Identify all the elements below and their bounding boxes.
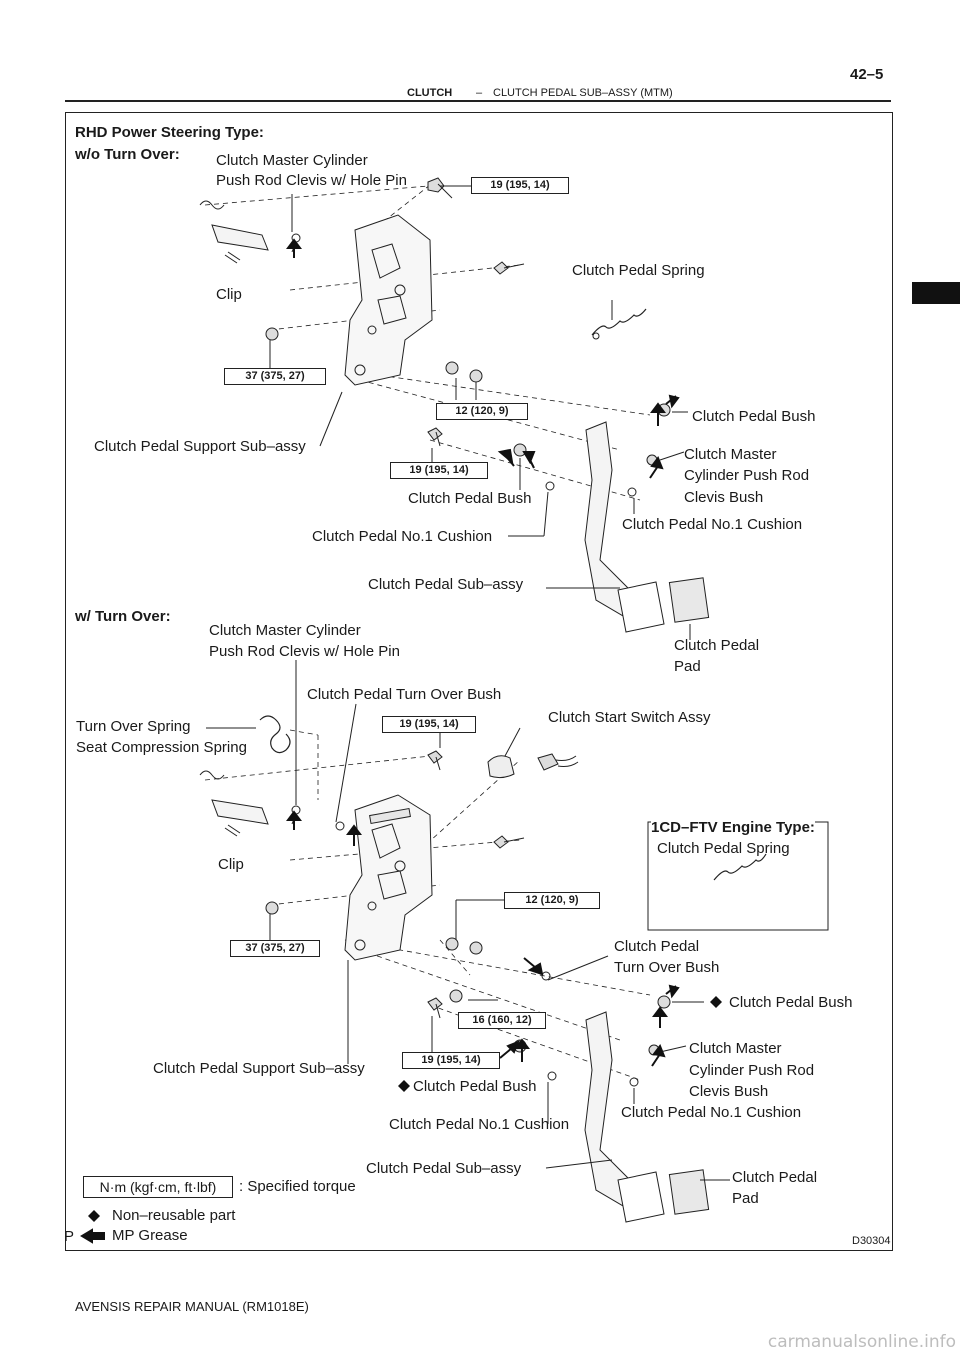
bottom-pedal-bush-center-label: Clutch Pedal Bush [413, 1078, 537, 1095]
top-no1-cushion-right-label: Clutch Pedal No.1 Cushion [622, 516, 803, 533]
figure-frame [65, 112, 893, 1251]
top-pedal-bush-center-label: Clutch Pedal Bush [408, 490, 532, 507]
page-number: 42–5 [850, 66, 884, 83]
top-title-line1: RHD Power Steering Type: [75, 124, 264, 141]
top-pedal-pad-label-2: Pad [674, 658, 701, 675]
figure-id: D30304 [852, 1235, 891, 1247]
engine-spring-label: Clutch Pedal Spring [657, 840, 790, 857]
legend-torque-box: N·m (kgf·cm, ft·lbf) [83, 1176, 233, 1198]
top-pedal-subassy-label: Clutch Pedal Sub–assy [368, 576, 524, 593]
bottom-turn-over-bush-label: Clutch Pedal Turn Over Bush [307, 686, 502, 703]
header-subtitle: CLUTCH PEDAL SUB–ASSY (MTM) [493, 87, 673, 99]
top-clevis-bush-label-2: Cylinder Push Rod [684, 467, 810, 484]
top-torque-2: 37 (375, 27) [224, 368, 326, 385]
bottom-pedal-turn-over-bush-label-1: Clutch Pedal [614, 938, 700, 955]
header-separator: – [476, 87, 483, 99]
bottom-title: w/ Turn Over: [75, 608, 171, 625]
section-tab [912, 282, 960, 304]
header-section: CLUTCH [407, 87, 453, 99]
top-clevis-bush-label-3: Clevis Bush [684, 489, 764, 506]
top-no1-cushion-left-label: Clutch Pedal No.1 Cushion [312, 528, 493, 545]
bottom-torque-5: 19 (195, 14) [402, 1052, 500, 1069]
top-torque-3: 12 (120, 9) [436, 403, 528, 420]
bottom-torque-4: 16 (160, 12) [458, 1012, 546, 1029]
top-torque-1: 19 (195, 14) [471, 177, 569, 194]
bottom-pedal-bush-right-label: Clutch Pedal Bush [729, 994, 853, 1011]
bottom-pedal-turn-over-bush-label-2: Turn Over Bush [614, 959, 720, 976]
bottom-no1-cushion-left-label: Clutch Pedal No.1 Cushion [389, 1116, 570, 1133]
bottom-push-rod-clevis-label-2: Push Rod Clevis w/ Hole Pin [209, 643, 400, 660]
top-torque-4: 19 (195, 14) [390, 462, 488, 479]
top-title-line2: w/o Turn Over: [75, 146, 180, 163]
bottom-clevis-bush-label-2: Cylinder Push Rod [689, 1062, 815, 1079]
bottom-torque-2: 37 (375, 27) [230, 940, 320, 957]
bottom-turn-over-spring-label-2: Seat Compression Spring [76, 739, 247, 756]
top-push-rod-clevis-label-1: Clutch Master Cylinder [216, 152, 368, 169]
bottom-pedal-pad-label-2: Pad [732, 1190, 759, 1207]
top-clevis-bush-label-1: Clutch Master [684, 446, 777, 463]
bottom-start-switch-label: Clutch Start Switch Assy [548, 709, 711, 726]
top-pedal-pad-label-1: Clutch Pedal [674, 637, 760, 654]
bottom-push-rod-clevis-label-1: Clutch Master Cylinder [209, 622, 361, 639]
bottom-support-subassy-label: Clutch Pedal Support Sub–assy [153, 1060, 365, 1077]
legend-mp-grease: MP Grease [112, 1227, 188, 1244]
legend-torque-desc: : Specified torque [239, 1178, 356, 1195]
top-push-rod-clevis-label-2: Push Rod Clevis w/ Hole Pin [216, 172, 407, 189]
top-support-subassy-label: Clutch Pedal Support Sub–assy [94, 438, 306, 455]
top-pedal-spring-label: Clutch Pedal Spring [572, 262, 705, 279]
bottom-turn-over-spring-label-1: Turn Over Spring [76, 718, 191, 735]
bottom-torque-1: 19 (195, 14) [382, 716, 476, 733]
header-rule [65, 100, 891, 102]
margin-mark: P [64, 1228, 75, 1245]
bottom-pedal-pad-label-1: Clutch Pedal [732, 1169, 818, 1186]
bottom-clip-label: Clip [218, 856, 244, 873]
bottom-clevis-bush-label-1: Clutch Master [689, 1040, 782, 1057]
engine-type-label: 1CD–FTV Engine Type: [651, 819, 815, 837]
top-pedal-bush-right-label: Clutch Pedal Bush [692, 408, 816, 425]
bottom-torque-3: 12 (120, 9) [504, 892, 600, 909]
legend-non-reusable: Non–reusable part [112, 1207, 236, 1224]
watermark: carmanualsonline.info [767, 1332, 956, 1352]
footer-manual: AVENSIS REPAIR MANUAL (RM1018E) [75, 1299, 309, 1314]
bottom-no1-cushion-right-label: Clutch Pedal No.1 Cushion [621, 1104, 802, 1121]
bottom-pedal-subassy-label: Clutch Pedal Sub–assy [366, 1160, 522, 1177]
top-clip-label: Clip [216, 286, 242, 303]
bottom-clevis-bush-label-3: Clevis Bush [689, 1083, 769, 1100]
